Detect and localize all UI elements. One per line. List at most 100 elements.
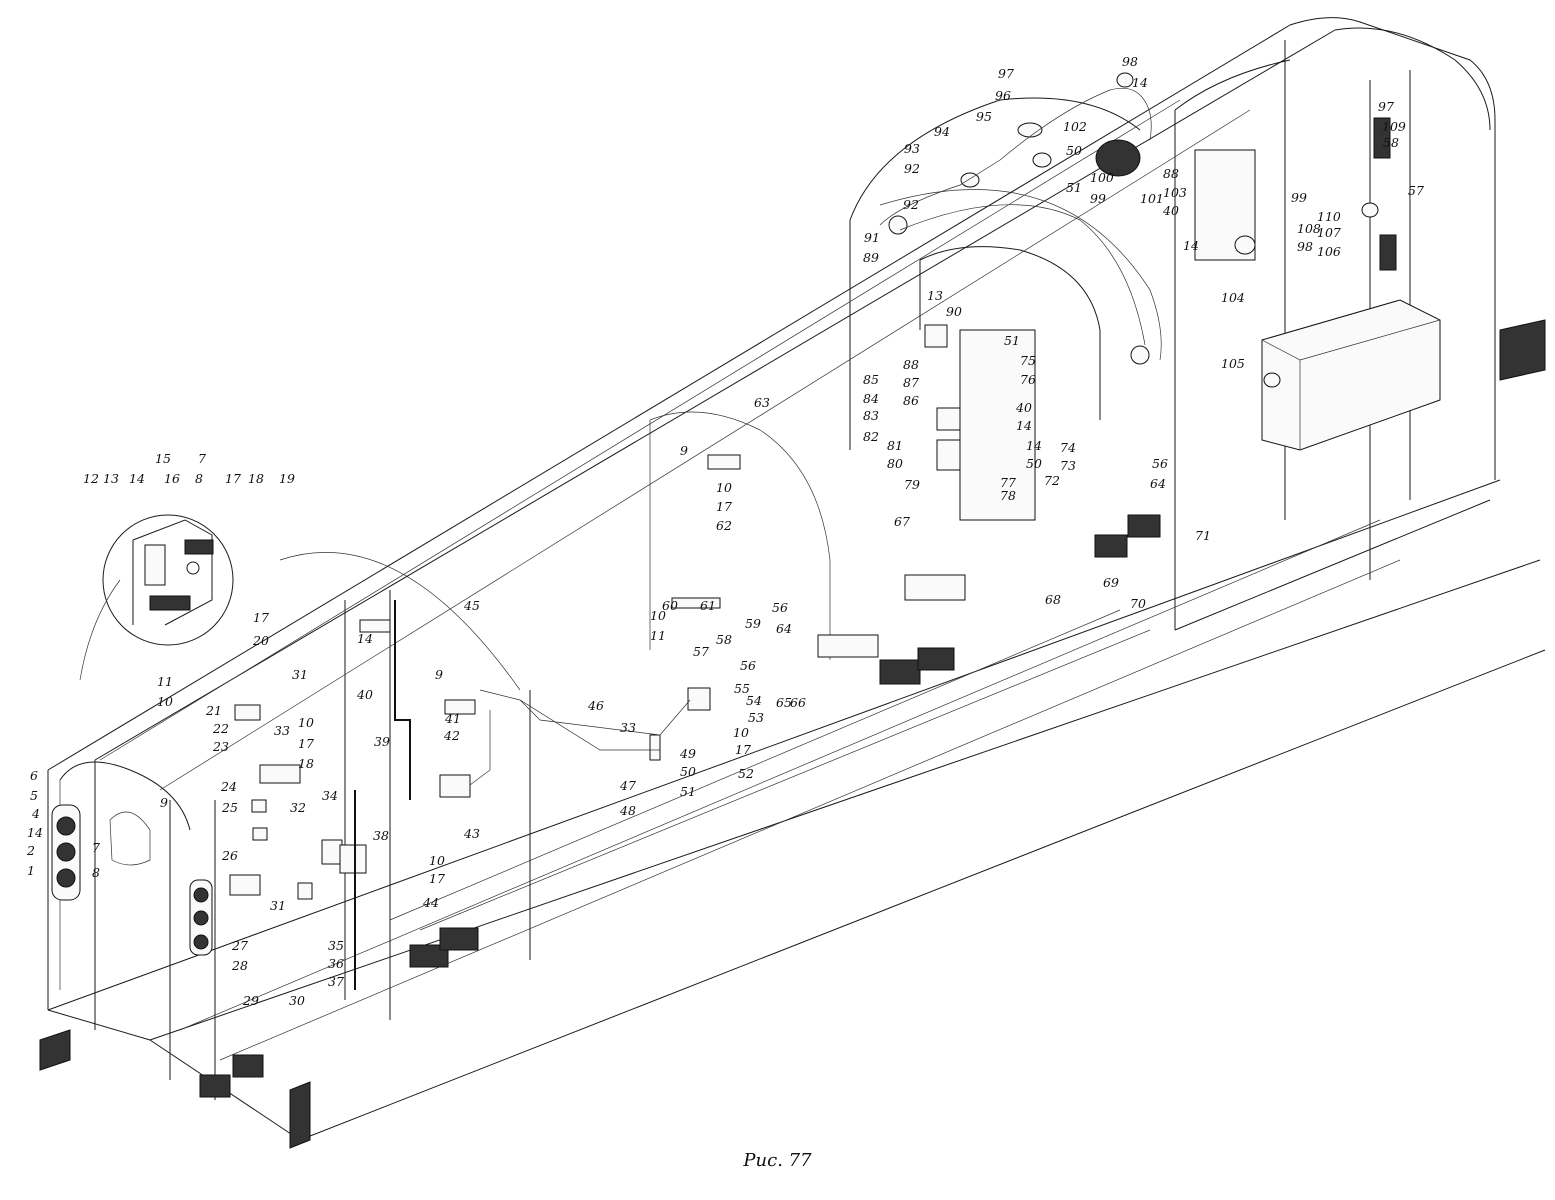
callout-6: 6 bbox=[30, 768, 38, 783]
callout-10: 10 bbox=[157, 694, 173, 709]
callout-57: 57 bbox=[1408, 183, 1424, 198]
callout-18: 18 bbox=[298, 756, 314, 771]
callout-9: 9 bbox=[435, 667, 443, 682]
callout-29: 29 bbox=[242, 993, 259, 1008]
car-body-outline bbox=[39, 17, 1546, 1149]
callout-70: 70 bbox=[1130, 596, 1146, 611]
front-lamps bbox=[51, 804, 213, 956]
callout-97: 97 bbox=[1378, 99, 1394, 114]
callout-82: 82 bbox=[863, 429, 879, 444]
callout-103: 103 bbox=[1163, 185, 1187, 200]
callout-15: 15 bbox=[155, 451, 171, 466]
lamp-102 bbox=[1116, 72, 1134, 88]
plate-90 bbox=[924, 324, 948, 348]
callout-78: 78 bbox=[1000, 488, 1016, 503]
lamp-r2 bbox=[193, 910, 209, 926]
callout-104: 104 bbox=[1221, 290, 1245, 305]
valve-50 bbox=[1017, 122, 1043, 138]
callout-108: 108 bbox=[1297, 221, 1321, 236]
callout-63: 63 bbox=[754, 395, 770, 410]
relay-31 bbox=[234, 704, 261, 721]
callout-22: 22 bbox=[212, 721, 229, 736]
callout-71: 71 bbox=[1195, 528, 1211, 543]
callout-51: 51 bbox=[1004, 333, 1020, 348]
callout-19: 19 bbox=[279, 471, 295, 486]
callout-26: 26 bbox=[221, 848, 238, 863]
lamp-105 bbox=[1379, 234, 1397, 271]
callout-50: 50 bbox=[680, 764, 696, 779]
callout-81: 81 bbox=[887, 438, 903, 453]
lamp-5 bbox=[56, 816, 76, 836]
callout-99: 99 bbox=[1291, 190, 1307, 205]
callout-37: 37 bbox=[328, 974, 344, 989]
callout-14: 14 bbox=[27, 825, 43, 840]
callout-50: 50 bbox=[1066, 143, 1082, 158]
outlet-53 bbox=[687, 687, 711, 711]
callout-47: 47 bbox=[619, 778, 636, 793]
callout-52: 52 bbox=[738, 766, 754, 781]
callout-49: 49 bbox=[679, 746, 696, 761]
callout-17: 17 bbox=[735, 742, 751, 757]
callout-79: 79 bbox=[904, 477, 920, 492]
callout-56: 56 bbox=[1152, 456, 1168, 471]
callout-10: 10 bbox=[733, 725, 749, 740]
callout-36: 36 bbox=[328, 956, 344, 971]
callout-91: 91 bbox=[864, 230, 880, 245]
box-43 bbox=[439, 774, 471, 798]
lamp-94 bbox=[960, 172, 980, 188]
callout-38: 38 bbox=[373, 828, 389, 843]
switch-block bbox=[229, 874, 261, 896]
callout-101: 101 bbox=[1140, 191, 1164, 206]
valve-104 bbox=[1234, 235, 1256, 255]
callout-94: 94 bbox=[934, 124, 950, 139]
callout-42: 42 bbox=[443, 728, 460, 743]
callout-53: 53 bbox=[748, 710, 764, 725]
callout-46: 46 bbox=[587, 698, 604, 713]
callout-40: 40 bbox=[1015, 400, 1032, 415]
inset-connector-bottom bbox=[149, 595, 191, 611]
lamp-92 bbox=[888, 215, 908, 235]
callout-90: 90 bbox=[946, 304, 962, 319]
lamp-2 bbox=[56, 868, 76, 888]
inset-connector-top bbox=[184, 539, 214, 555]
fuse-25 bbox=[252, 827, 268, 841]
callout-14: 14 bbox=[1132, 75, 1148, 90]
roof-box bbox=[904, 574, 966, 601]
callout-68: 68 bbox=[1045, 592, 1061, 607]
callout-16: 16 bbox=[164, 471, 180, 486]
callout-59: 59 bbox=[745, 616, 761, 631]
callout-87: 87 bbox=[903, 375, 919, 390]
callout-5: 5 bbox=[30, 788, 38, 803]
switch-38 bbox=[339, 844, 367, 874]
callout-58: 58 bbox=[716, 632, 732, 647]
lamp-r3 bbox=[193, 934, 209, 950]
lamp-shade bbox=[359, 619, 391, 633]
callout-31: 31 bbox=[270, 898, 286, 913]
callout-27: 27 bbox=[231, 938, 248, 953]
callout-93: 93 bbox=[904, 141, 920, 156]
lamp-mid bbox=[1130, 345, 1150, 365]
callout-85: 85 bbox=[863, 372, 879, 387]
callout-17: 17 bbox=[298, 736, 314, 751]
lamp-111 bbox=[1263, 372, 1281, 388]
callout-107: 107 bbox=[1317, 225, 1341, 240]
callout-31: 31 bbox=[292, 667, 308, 682]
callout-23: 23 bbox=[212, 739, 229, 754]
callout-13: 13 bbox=[103, 471, 119, 486]
callout-92: 92 bbox=[903, 197, 919, 212]
lamp-62 bbox=[707, 454, 741, 470]
callout-56: 56 bbox=[740, 658, 756, 673]
callout-48: 48 bbox=[619, 803, 636, 818]
callout-14: 14 bbox=[129, 471, 145, 486]
callout-2: 2 bbox=[26, 843, 35, 858]
fuse-24 bbox=[251, 799, 267, 813]
callout-98: 98 bbox=[1297, 239, 1313, 254]
callout-44: 44 bbox=[422, 895, 439, 910]
callout-50: 50 bbox=[1026, 456, 1042, 471]
callout-106: 106 bbox=[1317, 244, 1341, 259]
callout-64: 64 bbox=[1150, 476, 1166, 491]
callout-73: 73 bbox=[1060, 458, 1076, 473]
callout-21: 21 bbox=[205, 703, 222, 718]
resistor-18 bbox=[259, 764, 301, 784]
callout-20: 20 bbox=[252, 633, 269, 648]
